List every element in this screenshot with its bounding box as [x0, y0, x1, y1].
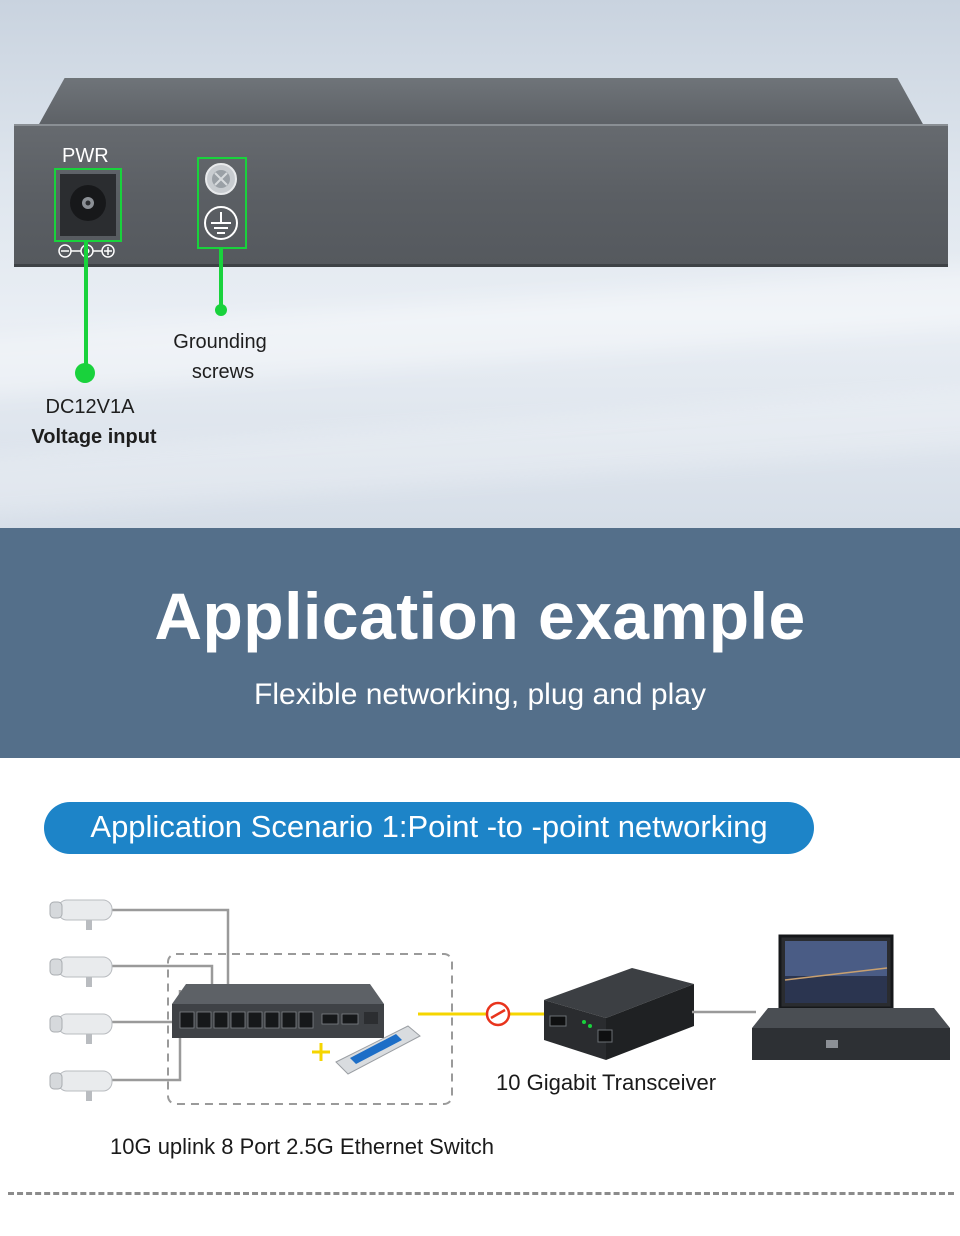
sfp-module-icon	[335, 1025, 421, 1075]
power-callout-line2: Voltage input	[31, 426, 157, 448]
power-jack-highlight	[54, 168, 122, 242]
ground-callout-line2: screws	[191, 361, 255, 383]
transceiver-caption: 10 Gigabit Transceiver	[496, 1070, 717, 1095]
ground-callout-line	[219, 247, 223, 311]
camera-icon	[49, 1013, 113, 1044]
power-callout-line1: DC12V1A	[45, 396, 135, 418]
switch-caption: 10G uplink 8 Port 2.5G Ethernet Switch	[110, 1134, 494, 1159]
polarity-symbol-icon	[58, 244, 115, 258]
media-converter-icon	[544, 968, 694, 1060]
camera-icon	[49, 1070, 113, 1101]
ground-callout-line1: Grounding	[173, 331, 267, 353]
power-jack-icon	[60, 174, 116, 236]
ethernet-switch-icon	[172, 984, 384, 1038]
power-callout-line	[84, 240, 88, 372]
fiber-warning-icon	[485, 1001, 511, 1027]
ground-screw-icon	[204, 163, 238, 240]
pwr-label: PWR	[62, 145, 109, 167]
device-rear-face	[14, 124, 948, 267]
banner-title: Application example	[154, 579, 806, 653]
hardware-rear-panel-section: PWR Grounding screws DC12V1A	[0, 0, 960, 528]
device-top-cover	[38, 78, 924, 126]
power-callout-dot	[75, 363, 95, 383]
section-divider	[8, 1192, 954, 1195]
switch-group-boundary	[167, 953, 453, 1105]
nvr-recorder-icon	[752, 1008, 950, 1060]
network-diagram	[49, 899, 950, 1105]
plus-icon	[312, 1043, 330, 1061]
scenario-pill: Application Scenario 1:Point -to -point …	[44, 802, 814, 854]
banner-subtitle: Flexible networking, plug and play	[254, 678, 706, 711]
ground-callout-dot	[215, 304, 227, 316]
camera-icon	[49, 956, 113, 987]
camera-icon	[49, 899, 113, 930]
background-streak	[0, 261, 960, 399]
monitor-icon	[778, 934, 894, 1025]
application-banner	[0, 528, 960, 758]
